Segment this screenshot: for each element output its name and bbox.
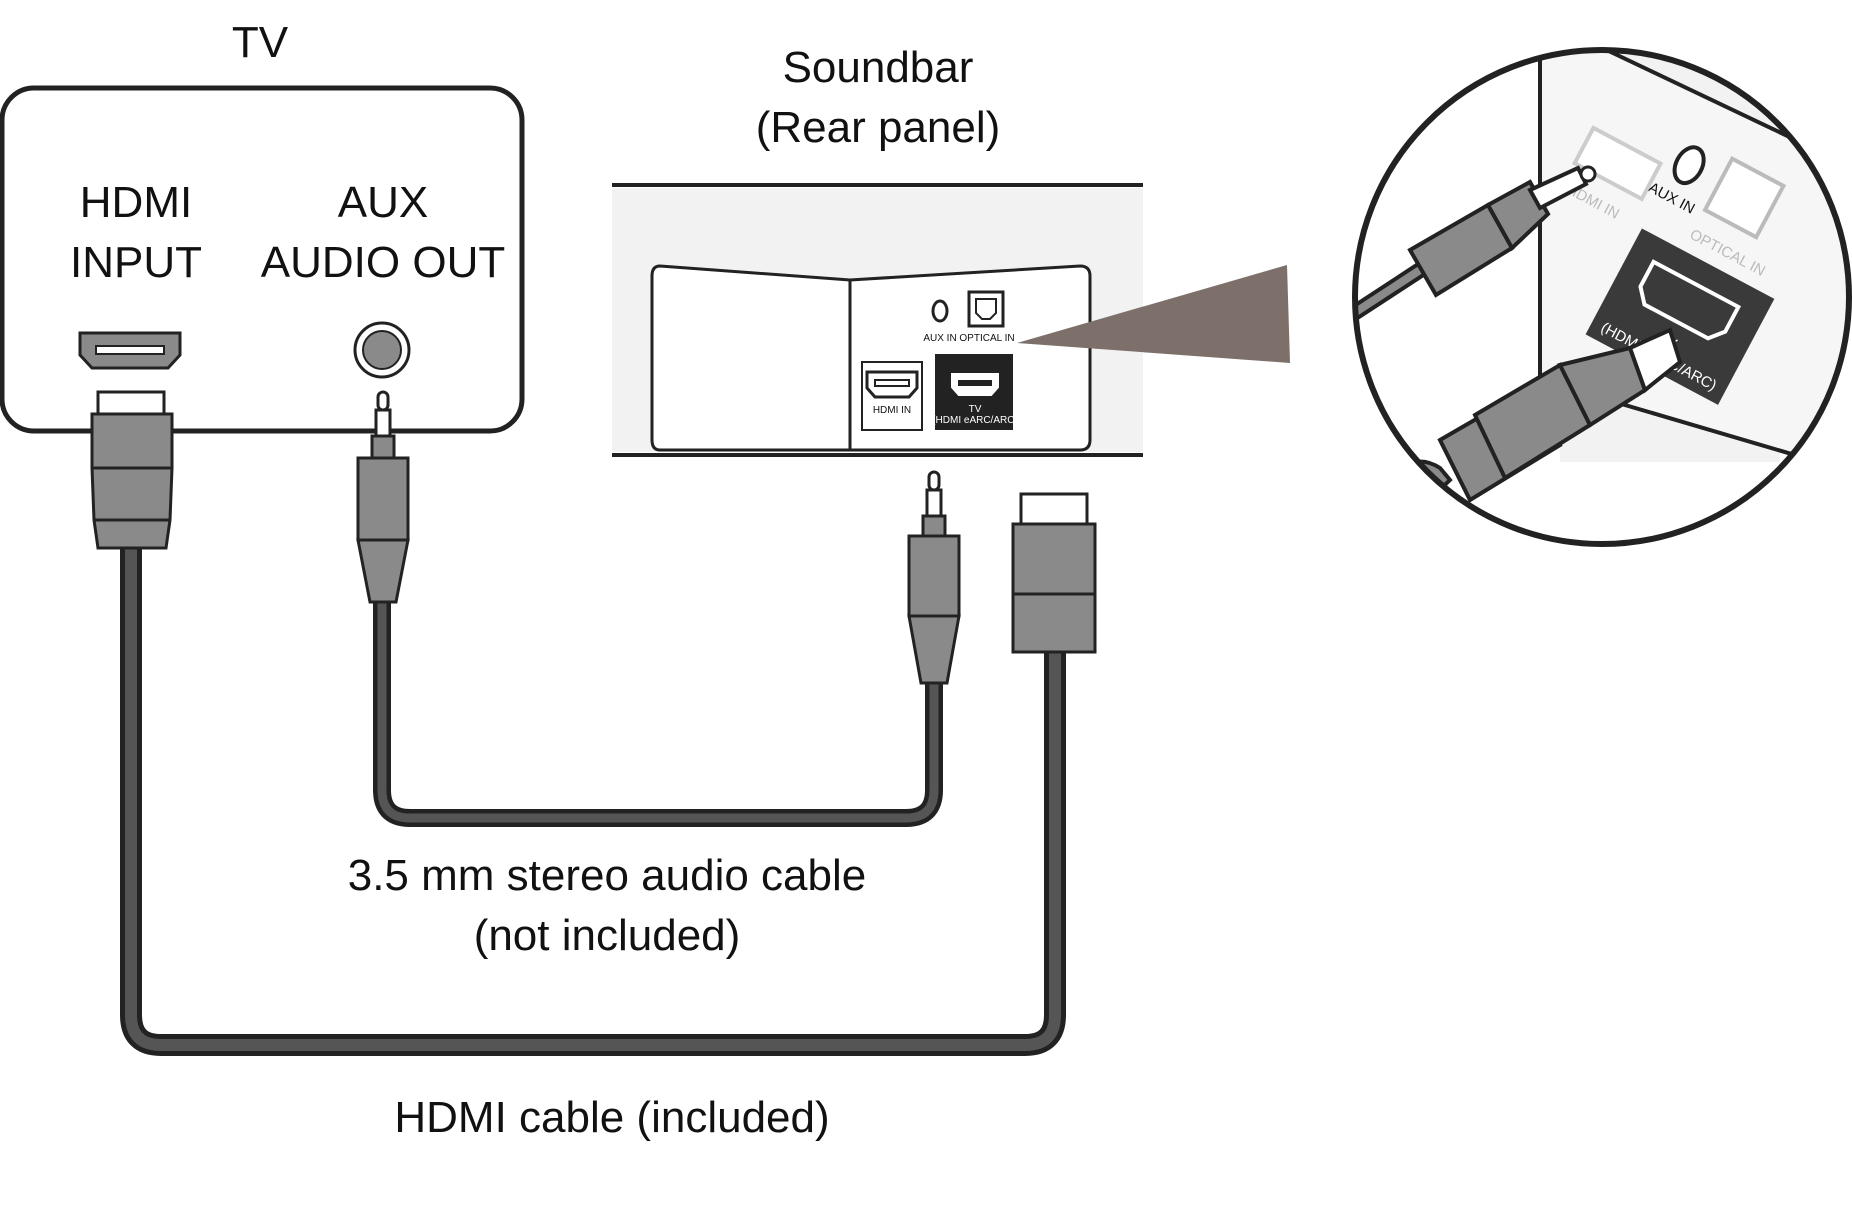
tv-title: TV [232,18,289,67]
soundbar-optical-in-shape [975,298,997,320]
tv-hdmi-port-slot [95,345,165,355]
soundbar-title-line1: Soundbar [783,43,974,92]
magnified-optical-in-port [1702,155,1787,240]
audio-cable-caption-line2: (not included) [474,911,741,960]
soundbar-tv-label-line1: TV [969,404,982,415]
hdmi-cable-wire-core [125,548,1061,1051]
audio-plug-tv [356,390,410,604]
magnified-audio-plug [1355,165,1597,363]
zoom-beam [1017,265,1290,363]
audio-cable-caption-line1: 3.5 mm stereo audio cable [348,851,867,900]
soundbar-tv-hdmi-slot [958,380,992,386]
audio-cable [356,390,961,827]
audio-plug-soundbar [907,470,961,685]
hdmi-cable-caption: HDMI cable (included) [394,1093,829,1142]
audio-cable-wire-core [377,602,939,823]
soundbar-title-line2: (Rear panel) [756,103,1001,152]
magnified-aux-in-port [1672,145,1706,186]
soundbar-hdmi-in-slot [874,379,910,387]
soundbar-device: Soundbar (Rear panel) AUX IN OPTICAL IN … [612,43,1143,457]
audio-cable-wire [373,602,943,827]
soundbar-tv-label-line2: (HDMI eARC/ARC) [932,415,1018,426]
hdmi-plug-soundbar [1011,492,1097,654]
soundbar-aux-in-port [931,299,949,323]
hdmi-plug-tv [90,390,174,550]
magnified-hdmi-in-port [1571,125,1664,202]
tv-aux-port-hole [362,330,402,370]
soundbar-hdmi-in-label: HDMI IN [873,405,911,416]
magnifier-ring [1352,47,1852,547]
soundbar-optical-in-label: OPTICAL IN [959,333,1014,344]
magnified-view: AUX IN OPTICAL IN HDMI IN TV (HDMI eARC/… [1352,47,1852,547]
magnified-tv-hdmi-port [1638,259,1742,341]
tv-aux-label-line2: AUDIO OUT [261,238,505,287]
tv-device: TV HDMI INPUT AUX AUDIO OUT [0,18,525,434]
tv-aux-label-line1: AUX [338,178,428,227]
tv-hdmi-label-line1: HDMI [80,178,192,227]
soundbar-aux-in-label: AUX IN [923,333,956,344]
tv-hdmi-label-line2: INPUT [70,238,202,287]
hdmi-cable [90,390,1097,1056]
